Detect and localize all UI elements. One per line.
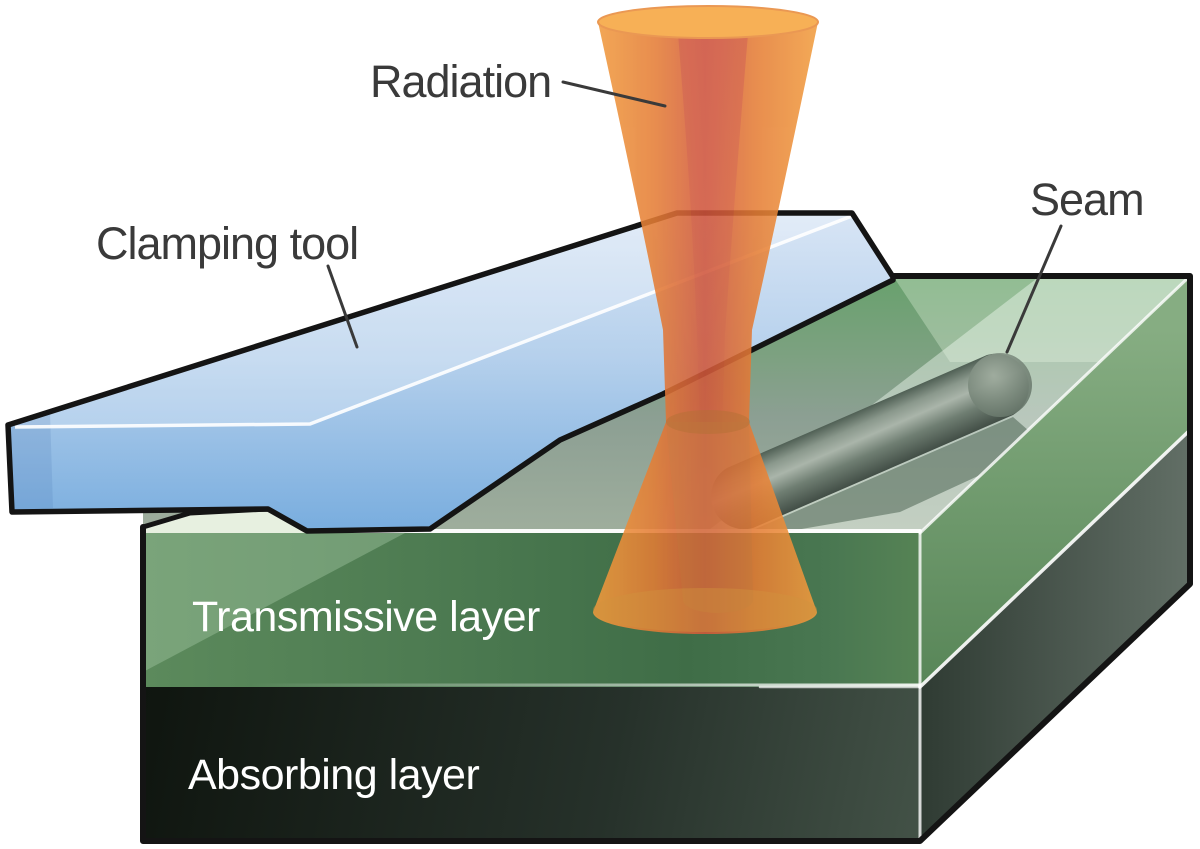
clamp-top-face — [8, 213, 852, 427]
weld-seam-endcap — [968, 353, 1032, 417]
white-edge-highlights — [248, 274, 1192, 843]
beam-core — [676, 10, 750, 430]
top-face-back-highlight — [893, 276, 1190, 362]
transmissive-front-highlight — [143, 533, 405, 672]
beam-inner-column — [666, 422, 753, 613]
clamping-tool-label: Clamping tool — [96, 218, 358, 269]
annotations: Radiation Clamping tool Seam Transmissiv… — [96, 56, 1145, 799]
top-face-front-sliver — [143, 509, 445, 533]
seam-label: Seam — [1030, 174, 1144, 225]
seam-shadow — [753, 417, 1045, 531]
beam-bottom-ellipse — [593, 588, 817, 632]
workpiece-block — [140, 273, 1193, 844]
block-outline — [140, 273, 1193, 844]
clamp-outline — [5, 210, 896, 534]
transmissive-layer-label: Transmissive layer — [192, 593, 540, 641]
radiation-leader-line — [561, 80, 667, 108]
beam-top-ellipse — [597, 5, 819, 39]
laser-beam — [593, 5, 819, 634]
transmissive-end-face — [920, 276, 1190, 687]
absorbing-front-face — [143, 687, 920, 841]
radiation-label: Radiation — [370, 56, 551, 107]
clamping-tool-leader-line — [326, 264, 359, 349]
beam-waist-ellipse — [666, 410, 750, 434]
seam-leader-line — [1005, 224, 1063, 354]
absorbing-layer-label: Absorbing layer — [188, 751, 479, 799]
clamp-end-face — [8, 412, 53, 512]
weld-seam — [711, 353, 1029, 530]
absorbing-end-face — [920, 430, 1190, 841]
